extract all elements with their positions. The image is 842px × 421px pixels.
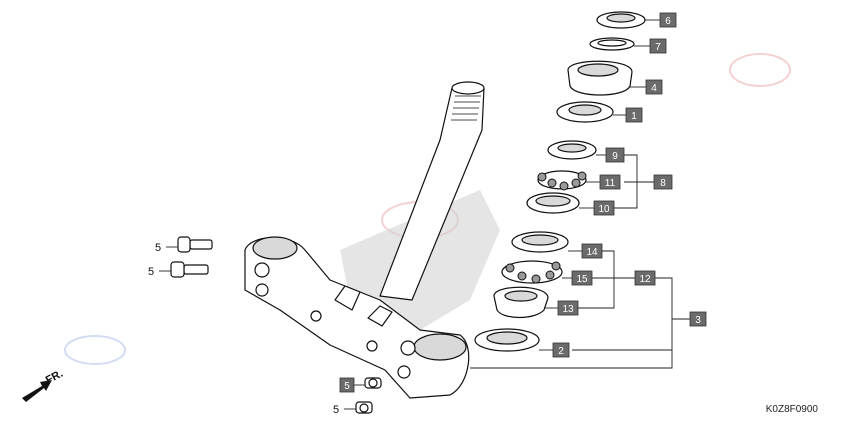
callout-15-label: 15 — [576, 274, 588, 285]
part-6-locknut — [596, 11, 646, 29]
part-15-lower-ball-retainer — [501, 260, 563, 284]
callout-12-label: 12 — [639, 274, 651, 285]
callout-6-label: 6 — [665, 16, 671, 27]
part-14-lower-race — [511, 231, 569, 253]
callout-4[interactable]: 4 — [645, 79, 663, 95]
part-1-dust-seal — [556, 101, 614, 123]
front-direction-indicator: FR. — [22, 368, 65, 402]
part-13-lower-cone — [493, 286, 549, 319]
callout-11-label: 11 — [605, 178, 616, 189]
callout-7[interactable]: 7 — [649, 38, 667, 54]
callout-5-bolt-lower[interactable]: 5 — [148, 266, 154, 278]
callout-5-bolt-bottom[interactable]: 5 — [333, 404, 339, 416]
callout-15[interactable]: 15 — [571, 270, 593, 286]
callout-7-label: 7 — [655, 42, 661, 53]
callout-2[interactable]: 2 — [552, 342, 570, 358]
callout-2-label: 2 — [558, 346, 564, 357]
part-10-upper-cone — [526, 192, 580, 214]
callout-8[interactable]: 8 — [653, 174, 673, 190]
bolt-upper — [177, 236, 213, 253]
leader-lines — [159, 19, 690, 410]
callout-5-boxed[interactable]: 5 — [339, 377, 355, 393]
callout-1-label: 1 — [631, 111, 637, 122]
callout-9-label: 9 — [612, 151, 618, 162]
callout-11[interactable]: 11 — [599, 174, 621, 190]
callout-3[interactable]: 3 — [689, 311, 707, 327]
callout-1[interactable]: 1 — [625, 107, 643, 123]
callout-13-label: 13 — [562, 304, 574, 315]
callout-5-boxed-label: 5 — [344, 381, 350, 392]
part-2-dust-seal — [474, 328, 540, 352]
callout-8-label: 8 — [660, 178, 666, 189]
part-11-ball-retainer — [537, 170, 587, 191]
part-4-adjusting-nut — [567, 60, 633, 96]
callout-9[interactable]: 9 — [605, 147, 625, 163]
reference-code: K0Z8F0900 — [765, 404, 818, 415]
bolt-bottom-2 — [355, 401, 373, 414]
arrow-icon — [22, 380, 52, 402]
callout-6[interactable]: 6 — [659, 12, 677, 28]
bolt-lower — [170, 261, 209, 278]
steering-stem — [244, 81, 485, 399]
bolt-bottom-1 — [364, 377, 382, 389]
callout-10-label: 10 — [598, 204, 610, 215]
callout-10[interactable]: 10 — [593, 200, 615, 216]
callout-5-bolt-upper[interactable]: 5 — [155, 242, 161, 254]
part-9-upper-race — [547, 140, 597, 160]
callout-12[interactable]: 12 — [634, 270, 656, 286]
callout-14-label: 14 — [586, 247, 598, 258]
callout-14[interactable]: 14 — [581, 243, 603, 259]
callout-4-label: 4 — [651, 83, 657, 94]
callout-3-label: 3 — [695, 315, 701, 326]
part-7-lock-washer — [589, 37, 635, 51]
callout-13[interactable]: 13 — [557, 300, 579, 316]
fr-label: FR. — [44, 368, 65, 387]
